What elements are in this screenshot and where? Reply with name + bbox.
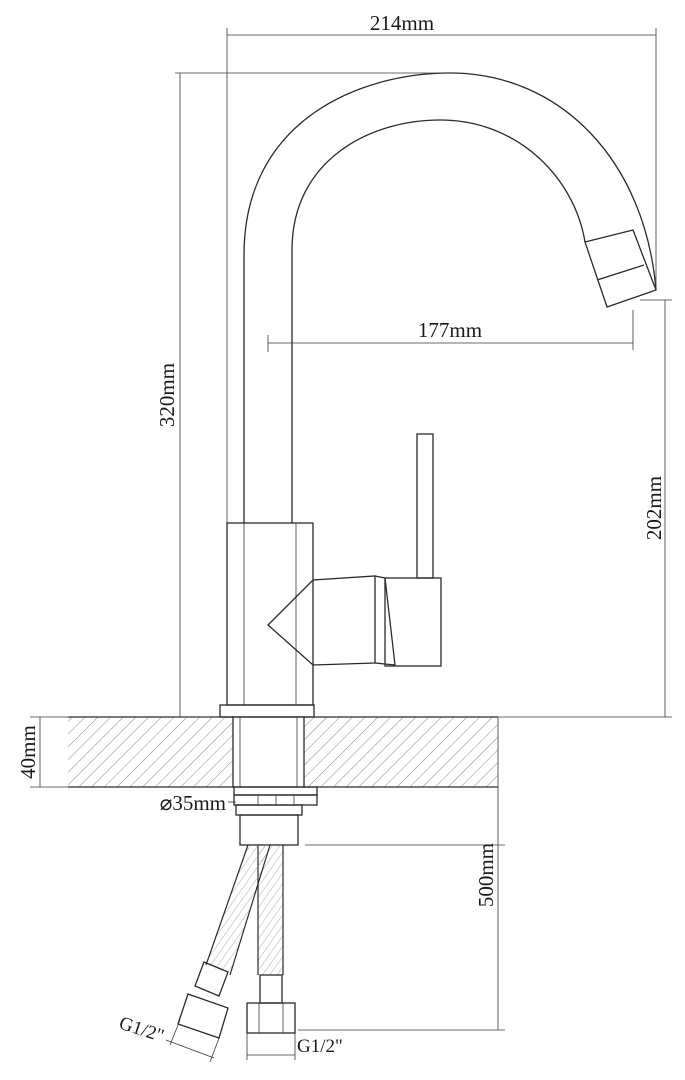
faucet-body bbox=[219, 72, 657, 846]
dim-spout-reach: 177mm bbox=[418, 318, 482, 342]
dim-countertop-thickness: 40mm bbox=[16, 725, 40, 779]
dim-total-width: 214mm bbox=[370, 11, 434, 35]
dim-total-height: 320mm bbox=[155, 363, 179, 427]
supply-hoses bbox=[177, 844, 296, 1039]
countertop-section bbox=[68, 716, 498, 788]
dim-thread-left: G1/2" bbox=[116, 1013, 166, 1047]
dim-hose-length: 500mm bbox=[474, 843, 498, 907]
dim-spout-height: 202mm bbox=[642, 476, 666, 540]
dim-thread-right: G1/2" bbox=[297, 1036, 343, 1057]
dimension-lines bbox=[30, 28, 672, 1063]
dim-mount-diameter: ⌀35mm bbox=[160, 791, 226, 815]
